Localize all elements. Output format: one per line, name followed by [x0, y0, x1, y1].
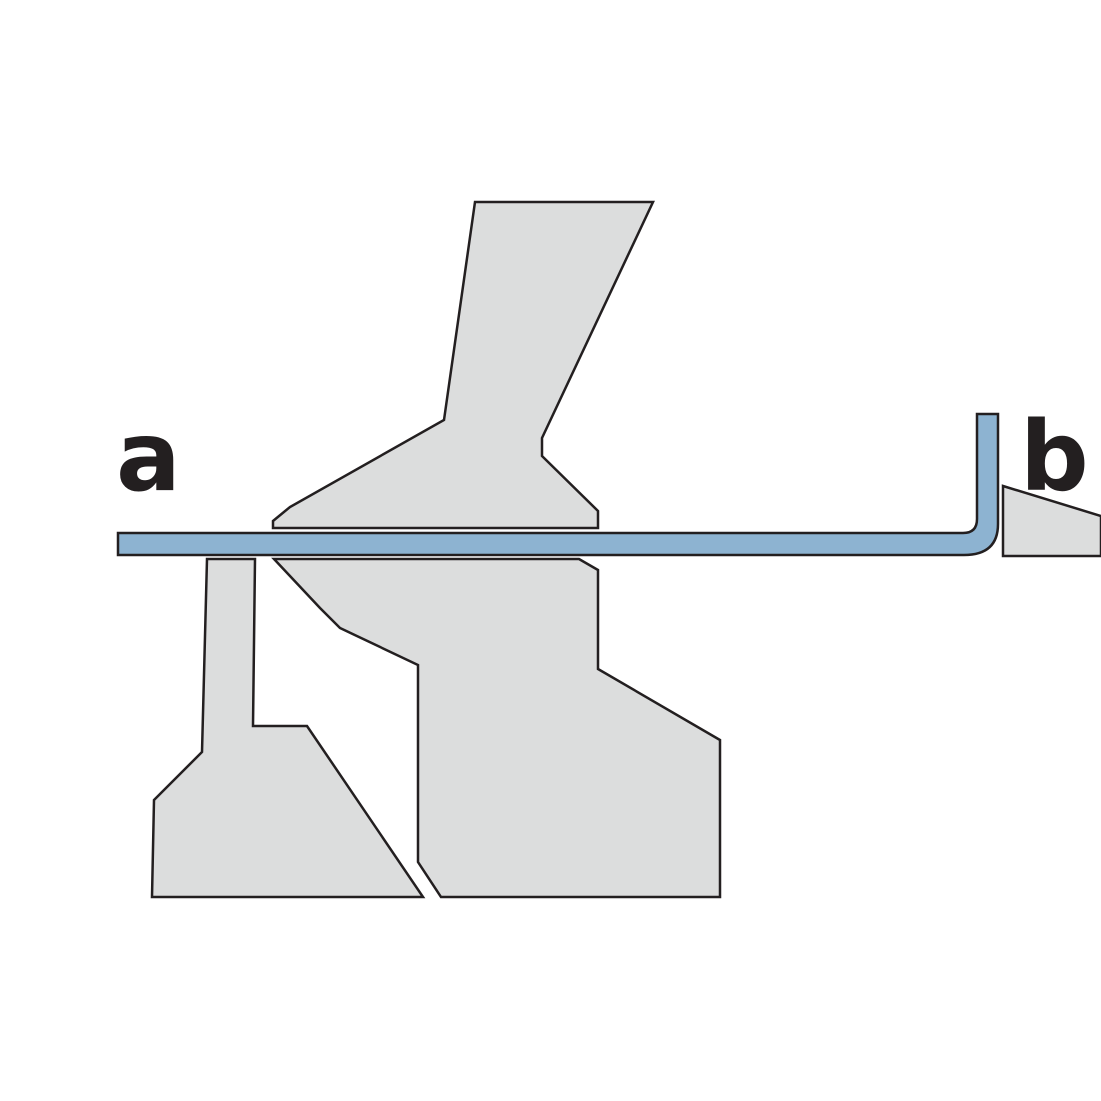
sheet-metal-workpiece [116, 412, 1000, 557]
back-gauge-wedge [1001, 484, 1101, 558]
label-b: b [1020, 401, 1089, 513]
lower-left-support [150, 557, 426, 899]
label-a: a [116, 401, 181, 513]
lower-die [271, 557, 722, 899]
upper-punch [271, 200, 655, 530]
